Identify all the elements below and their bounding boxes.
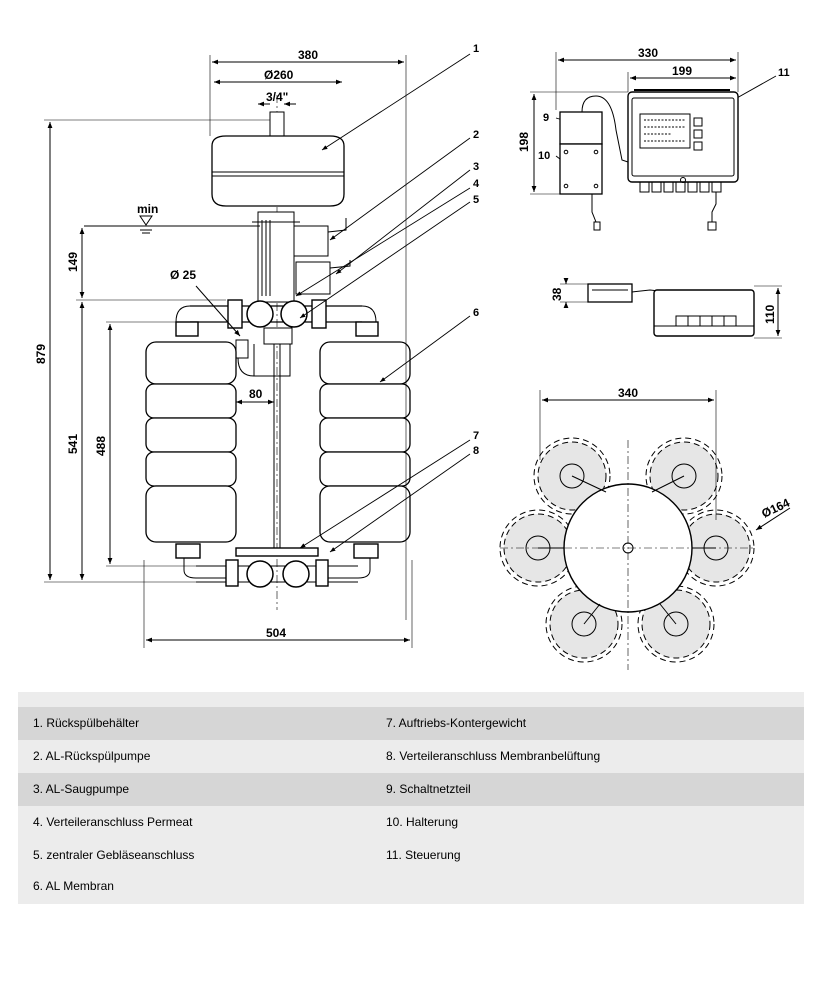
callout-4: 4 [473,178,480,190]
dim-541: 541 [66,434,80,454]
dim-80: 80 [249,387,263,401]
legend-item: 7. Auftriebs-Kontergewicht [386,716,527,730]
legend-table: 1. Rückspülbehälter 7. Auftriebs-Konterg… [18,692,804,904]
legend-row: 3. AL-Saugpumpe 9. Schaltnetzteil [18,773,804,806]
legend-row: 5. zentraler Gebläseanschluss 11. Steuer… [18,839,804,872]
dim-199: 199 [672,64,692,78]
legend-row: 2. AL-Rückspülpumpe 8. Verteileranschlus… [18,740,804,773]
legend-item: 1. Rückspülbehälter [33,716,140,730]
dim-879: 879 [34,344,48,364]
callout-2: 2 [473,129,479,141]
upper-manifold [175,299,379,377]
callout-3: 3 [473,161,479,173]
legend-item: 3. AL-Saugpumpe [33,782,130,796]
dim-488: 488 [94,436,108,456]
dim-198: 198 [517,132,531,152]
dim-thread: 3/4" [266,90,288,104]
legend-item: 9. Schaltnetzteil [386,782,471,796]
legend-item: 5. zentraler Gebläseanschluss [33,848,195,862]
membrane-right [319,341,411,543]
legend-item: 2. AL-Rückspülpumpe [33,749,151,763]
callout-1: 1 [473,43,479,55]
top-view [499,390,791,670]
legend-row: 6. AL Membran [18,870,804,903]
callout-11: 11 [778,67,790,79]
legend-item: 10. Halterung [386,815,459,829]
dim-330: 330 [638,46,658,60]
callout-7: 7 [473,430,479,442]
membrane-left [145,341,237,543]
label-min: min [137,202,158,216]
dim-38: 38 [550,287,564,301]
dim-25: Ø 25 [170,268,196,282]
callout-5: 5 [473,194,479,206]
legend-row: 4. Verteileranschluss Permeat 10. Halter… [18,806,804,839]
legend-item: 6. AL Membran [33,879,114,893]
callout-6: 6 [473,307,479,319]
legend-item: 8. Verteileranschluss Membranbelüftung [386,749,601,763]
dim-149: 149 [66,252,80,272]
dim-110: 110 [763,304,777,324]
callout-9: 9 [543,112,549,124]
technical-drawing: 380 Ø260 3/4" min 879 149 541 488 Ø 25 8… [34,43,792,670]
dim-260: Ø260 [264,68,294,82]
legend-row: 1. Rückspülbehälter 7. Auftriebs-Konterg… [18,707,804,740]
min-level-marker [84,215,260,234]
lower-manifold [175,543,379,588]
callout-8: 8 [473,445,479,457]
dim-504: 504 [266,626,286,640]
dim-380: 380 [298,48,318,62]
controller-front-view [530,52,739,231]
callout-leaders [295,53,777,553]
dim-340: 340 [618,386,638,400]
legend-item: 4. Verteileranschluss Permeat [33,815,193,829]
backwash-tank [211,111,345,207]
front-view [44,55,413,648]
controller-top-view [560,278,782,339]
pump-column [252,211,351,303]
legend-item: 11. Steuerung [386,848,461,862]
callout-10: 10 [538,150,550,162]
